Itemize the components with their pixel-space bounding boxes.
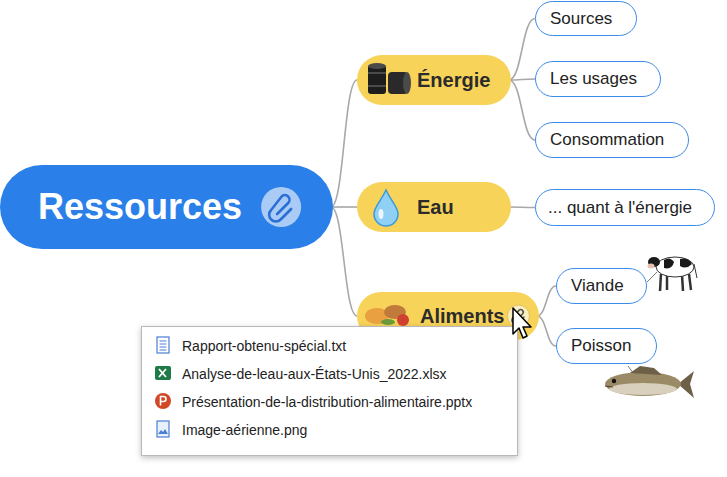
drop-shine <box>379 209 384 219</box>
txt-line <box>160 344 167 345</box>
txt-line <box>160 350 167 351</box>
barrel-band <box>368 85 386 87</box>
file-name: Présentation-de-la-distribution-alimenta… <box>182 388 472 416</box>
subtopic-label: Sources <box>550 9 612 29</box>
barrel-band <box>368 72 386 74</box>
subtopic-box: Les usages <box>535 61 661 97</box>
branch-topic: Eau <box>357 182 511 232</box>
branch-connector <box>537 316 556 346</box>
croissant <box>365 308 389 324</box>
topic-label: Ressources <box>38 186 242 228</box>
branch-connector <box>509 19 535 81</box>
topic-label: Aliments <box>420 305 504 328</box>
subtopic-box: Viande <box>556 268 647 304</box>
paperclip <box>269 195 291 221</box>
branch-connector <box>331 207 357 316</box>
cow-leg <box>682 275 683 291</box>
fish-tail <box>678 371 694 398</box>
cow-picture <box>647 257 697 291</box>
leaf <box>381 319 395 325</box>
attachment-badge <box>261 187 301 227</box>
subtopic-box: Sources <box>535 1 637 36</box>
branch-connector <box>509 80 535 140</box>
xlsx-file-icon <box>155 366 171 380</box>
attachment-icon <box>261 187 301 227</box>
attachment-popup: Rapport-obtenu-spécial.txtAnalyse-de-lea… <box>141 326 518 456</box>
pptx-mark <box>161 397 167 406</box>
branch-connector <box>331 206 357 208</box>
attachment-icon <box>507 305 529 327</box>
cow-leg <box>689 274 691 290</box>
cow-patch <box>664 258 674 268</box>
cow-body <box>656 257 694 277</box>
water-drop-icon <box>374 190 398 226</box>
food-icon <box>365 305 409 326</box>
barrel-end <box>403 72 411 94</box>
png-mark <box>158 429 168 434</box>
barrel-top <box>368 63 386 69</box>
cow-head <box>648 257 660 267</box>
file-icons <box>155 337 171 437</box>
branch-connector <box>509 79 535 80</box>
fish-picture <box>605 366 694 398</box>
barrel <box>388 72 408 94</box>
cow-leg <box>660 274 661 291</box>
paperclip <box>512 310 524 324</box>
txt-line <box>160 341 167 342</box>
topic-label: Eau <box>417 196 454 219</box>
subtopic-label: ... quant à l'énergie <box>548 198 692 218</box>
subtopic-label: Les usages <box>550 69 637 89</box>
drop <box>374 190 398 226</box>
xlsx-mark <box>159 369 166 377</box>
subtopic-box: Poisson <box>556 328 657 364</box>
file-name: Rapport-obtenu-spécial.txt <box>182 332 346 360</box>
subtopic-box: Consommation <box>535 122 689 158</box>
fish-eye <box>612 379 616 383</box>
oil-barrel-icon <box>368 63 411 94</box>
pptx-file-icon <box>155 393 171 409</box>
branch-connector <box>537 286 556 316</box>
txt-file-icon <box>157 337 169 353</box>
bread <box>384 305 406 319</box>
branch-connector <box>331 80 357 207</box>
topic-label: Énergie <box>417 69 490 92</box>
file-name: Image-aérienne.png <box>182 416 307 444</box>
subtopic-label: Consommation <box>550 130 664 150</box>
central-topic: Ressources <box>0 165 333 249</box>
tomato <box>397 314 409 326</box>
cow-tail <box>694 264 697 278</box>
fish-mouth <box>605 386 613 387</box>
fish-belly <box>609 383 677 395</box>
barrel <box>368 65 386 94</box>
branch-topic: Énergie <box>357 55 511 105</box>
cow-muzzle <box>648 264 655 269</box>
png-file-icon <box>157 421 169 437</box>
subtopic-label: Viande <box>571 276 624 296</box>
attachment-badge <box>507 305 529 327</box>
cow-leg <box>666 275 669 290</box>
file-name: Analyse-de-leau-aux-États-Unis_2022.xlsx <box>182 360 447 388</box>
branch-connector <box>509 206 535 208</box>
subtopic-label: Poisson <box>571 336 631 356</box>
subtopic-box: ... quant à l'énergie <box>535 189 715 226</box>
fish-body <box>605 372 681 396</box>
fish-fin <box>630 366 662 375</box>
mouse-cursor <box>513 308 531 338</box>
leader-line <box>647 272 657 282</box>
txt-line <box>160 347 167 348</box>
leader-line <box>628 366 634 374</box>
cow-patch <box>680 259 692 268</box>
